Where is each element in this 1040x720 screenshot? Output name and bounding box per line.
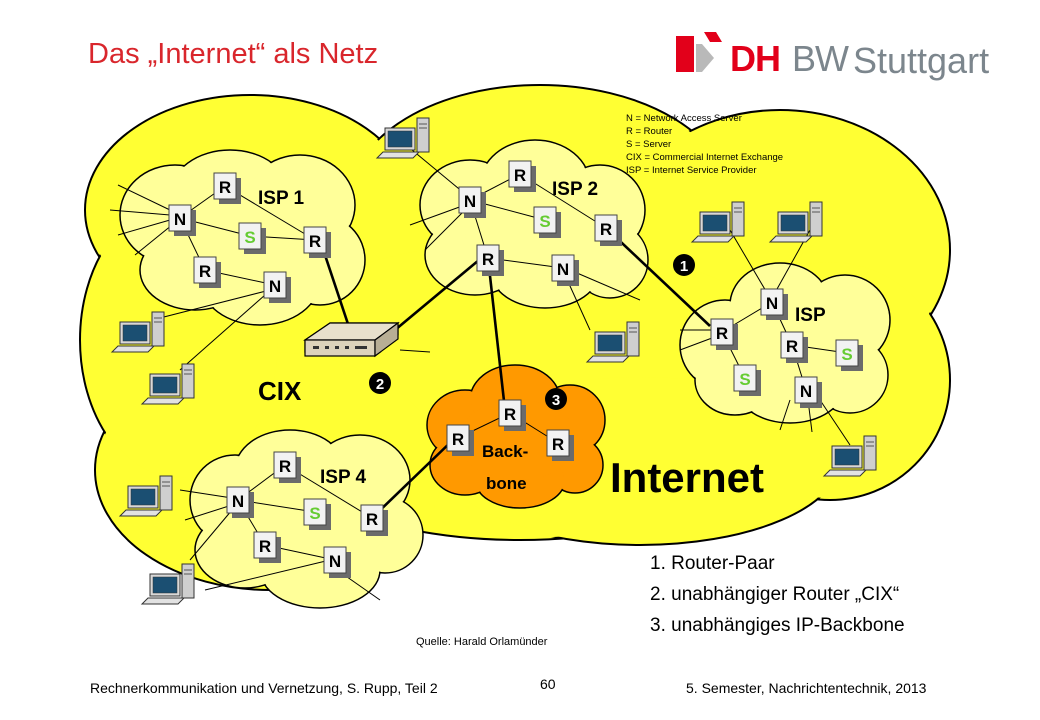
access-server-node: N [760, 288, 788, 320]
router-node: R [303, 226, 331, 258]
svg-text:3: 3 [552, 392, 560, 409]
router-node: R [213, 172, 241, 204]
router-node: R [360, 504, 388, 536]
backbone-label-line2: bone [486, 474, 527, 493]
router-node: R [476, 244, 504, 276]
node-letter: R [716, 324, 728, 343]
pc-icon [141, 563, 195, 605]
router-node: R [273, 451, 301, 483]
source-credit: Quelle: Harald Orlamünder [416, 636, 548, 648]
node-letter: N [766, 294, 778, 313]
isp3-label: ISP [795, 305, 826, 326]
internet-label: Internet [610, 454, 764, 501]
access-server-node: N [168, 204, 196, 236]
note-item: 1. Router-Paar [650, 553, 775, 574]
node-letter: N [329, 552, 341, 571]
node-letter: R [786, 337, 798, 356]
note-item: 2. unabhängiger Router „CIX“ [650, 584, 900, 605]
footer-page-number: 60 [540, 676, 556, 692]
legend: N = Network Access Server R = Router S =… [626, 112, 783, 177]
access-server-node: N [263, 271, 291, 303]
node-letter: R [514, 166, 526, 185]
router-node: R [780, 331, 808, 363]
node-letter: R [219, 178, 231, 197]
svg-text:2: 2 [376, 376, 384, 393]
node-letter: R [279, 457, 291, 476]
router-node: R [710, 318, 738, 350]
isp2-label: ISP 2 [552, 179, 598, 200]
node-letter: S [244, 228, 255, 247]
router-node: R [508, 160, 536, 192]
access-server-node: N [794, 376, 822, 408]
router-node: R [253, 531, 281, 563]
server-node: S [835, 339, 863, 371]
node-letter: N [557, 260, 569, 279]
node-letter: N [464, 192, 476, 211]
node-letter: N [174, 210, 186, 229]
node-letter: N [800, 382, 812, 401]
server-node: S [733, 364, 761, 396]
node-letter: R [309, 232, 321, 251]
node-letter: N [269, 277, 281, 296]
isp4-label: ISP 4 [320, 467, 367, 488]
node-letter: S [309, 504, 320, 523]
router-node: R [446, 424, 474, 456]
node-letter: N [232, 492, 244, 511]
legend-item: S = Server [626, 139, 672, 150]
footer-course: Rechnerkommunikation und Vernetzung, S. … [90, 680, 438, 696]
legend-item: N = Network Access Server [626, 113, 742, 124]
svg-text:1: 1 [680, 258, 688, 275]
server-node: S [533, 206, 561, 238]
isp1-label: ISP 1 [258, 188, 305, 209]
network-nodes: R N S R R N R N S R R N N R R S S N R R R R N S R R N [168, 160, 863, 578]
dhbw-logo-mark [676, 32, 722, 72]
backbone-label-line1: Back- [482, 442, 528, 461]
node-letter: R [452, 430, 464, 449]
cix-router-device [303, 321, 400, 358]
access-server-node: N [226, 486, 254, 518]
footer-semester: 5. Semester, Nachrichtentechnik, 2013 [686, 680, 927, 696]
access-server-node: N [551, 254, 579, 286]
access-server-node: N [323, 546, 351, 578]
server-node: S [303, 498, 331, 530]
legend-item: ISP = Internet Service Provider [626, 165, 757, 176]
node-letter: R [199, 262, 211, 281]
badge-3: 3 [545, 388, 567, 410]
router-node: R [498, 399, 526, 431]
node-letter: R [366, 510, 378, 529]
node-letter: S [739, 370, 750, 389]
node-letter: S [841, 345, 852, 364]
slide-title: Das „Internet“ als Netz [88, 38, 379, 70]
legend-item: CIX = Commercial Internet Exchange [626, 152, 784, 163]
access-server-node: N [458, 186, 486, 218]
note-item: 3. unabhängiges IP-Backbone [650, 615, 905, 636]
node-letter: R [600, 220, 612, 239]
node-letter: S [539, 212, 550, 231]
badge-2: 2 [369, 372, 391, 394]
router-node: R [594, 214, 622, 246]
node-letter: R [259, 537, 271, 556]
server-node: S [238, 222, 266, 254]
router-node: R [546, 429, 574, 461]
router-node: R [193, 256, 221, 288]
node-letter: R [552, 435, 564, 454]
logo-city: Stuttgart [853, 40, 990, 81]
node-letter: R [504, 405, 516, 424]
badge-1: 1 [673, 254, 695, 276]
notes-list: 1. Router-Paar 2. unabhängiger Router „C… [650, 548, 905, 641]
node-letter: R [482, 250, 494, 269]
logo-text-light: BW [792, 38, 849, 79]
cix-label: CIX [258, 376, 302, 406]
logo-text-bold: DH [730, 38, 781, 79]
legend-item: R = Router [626, 126, 673, 137]
